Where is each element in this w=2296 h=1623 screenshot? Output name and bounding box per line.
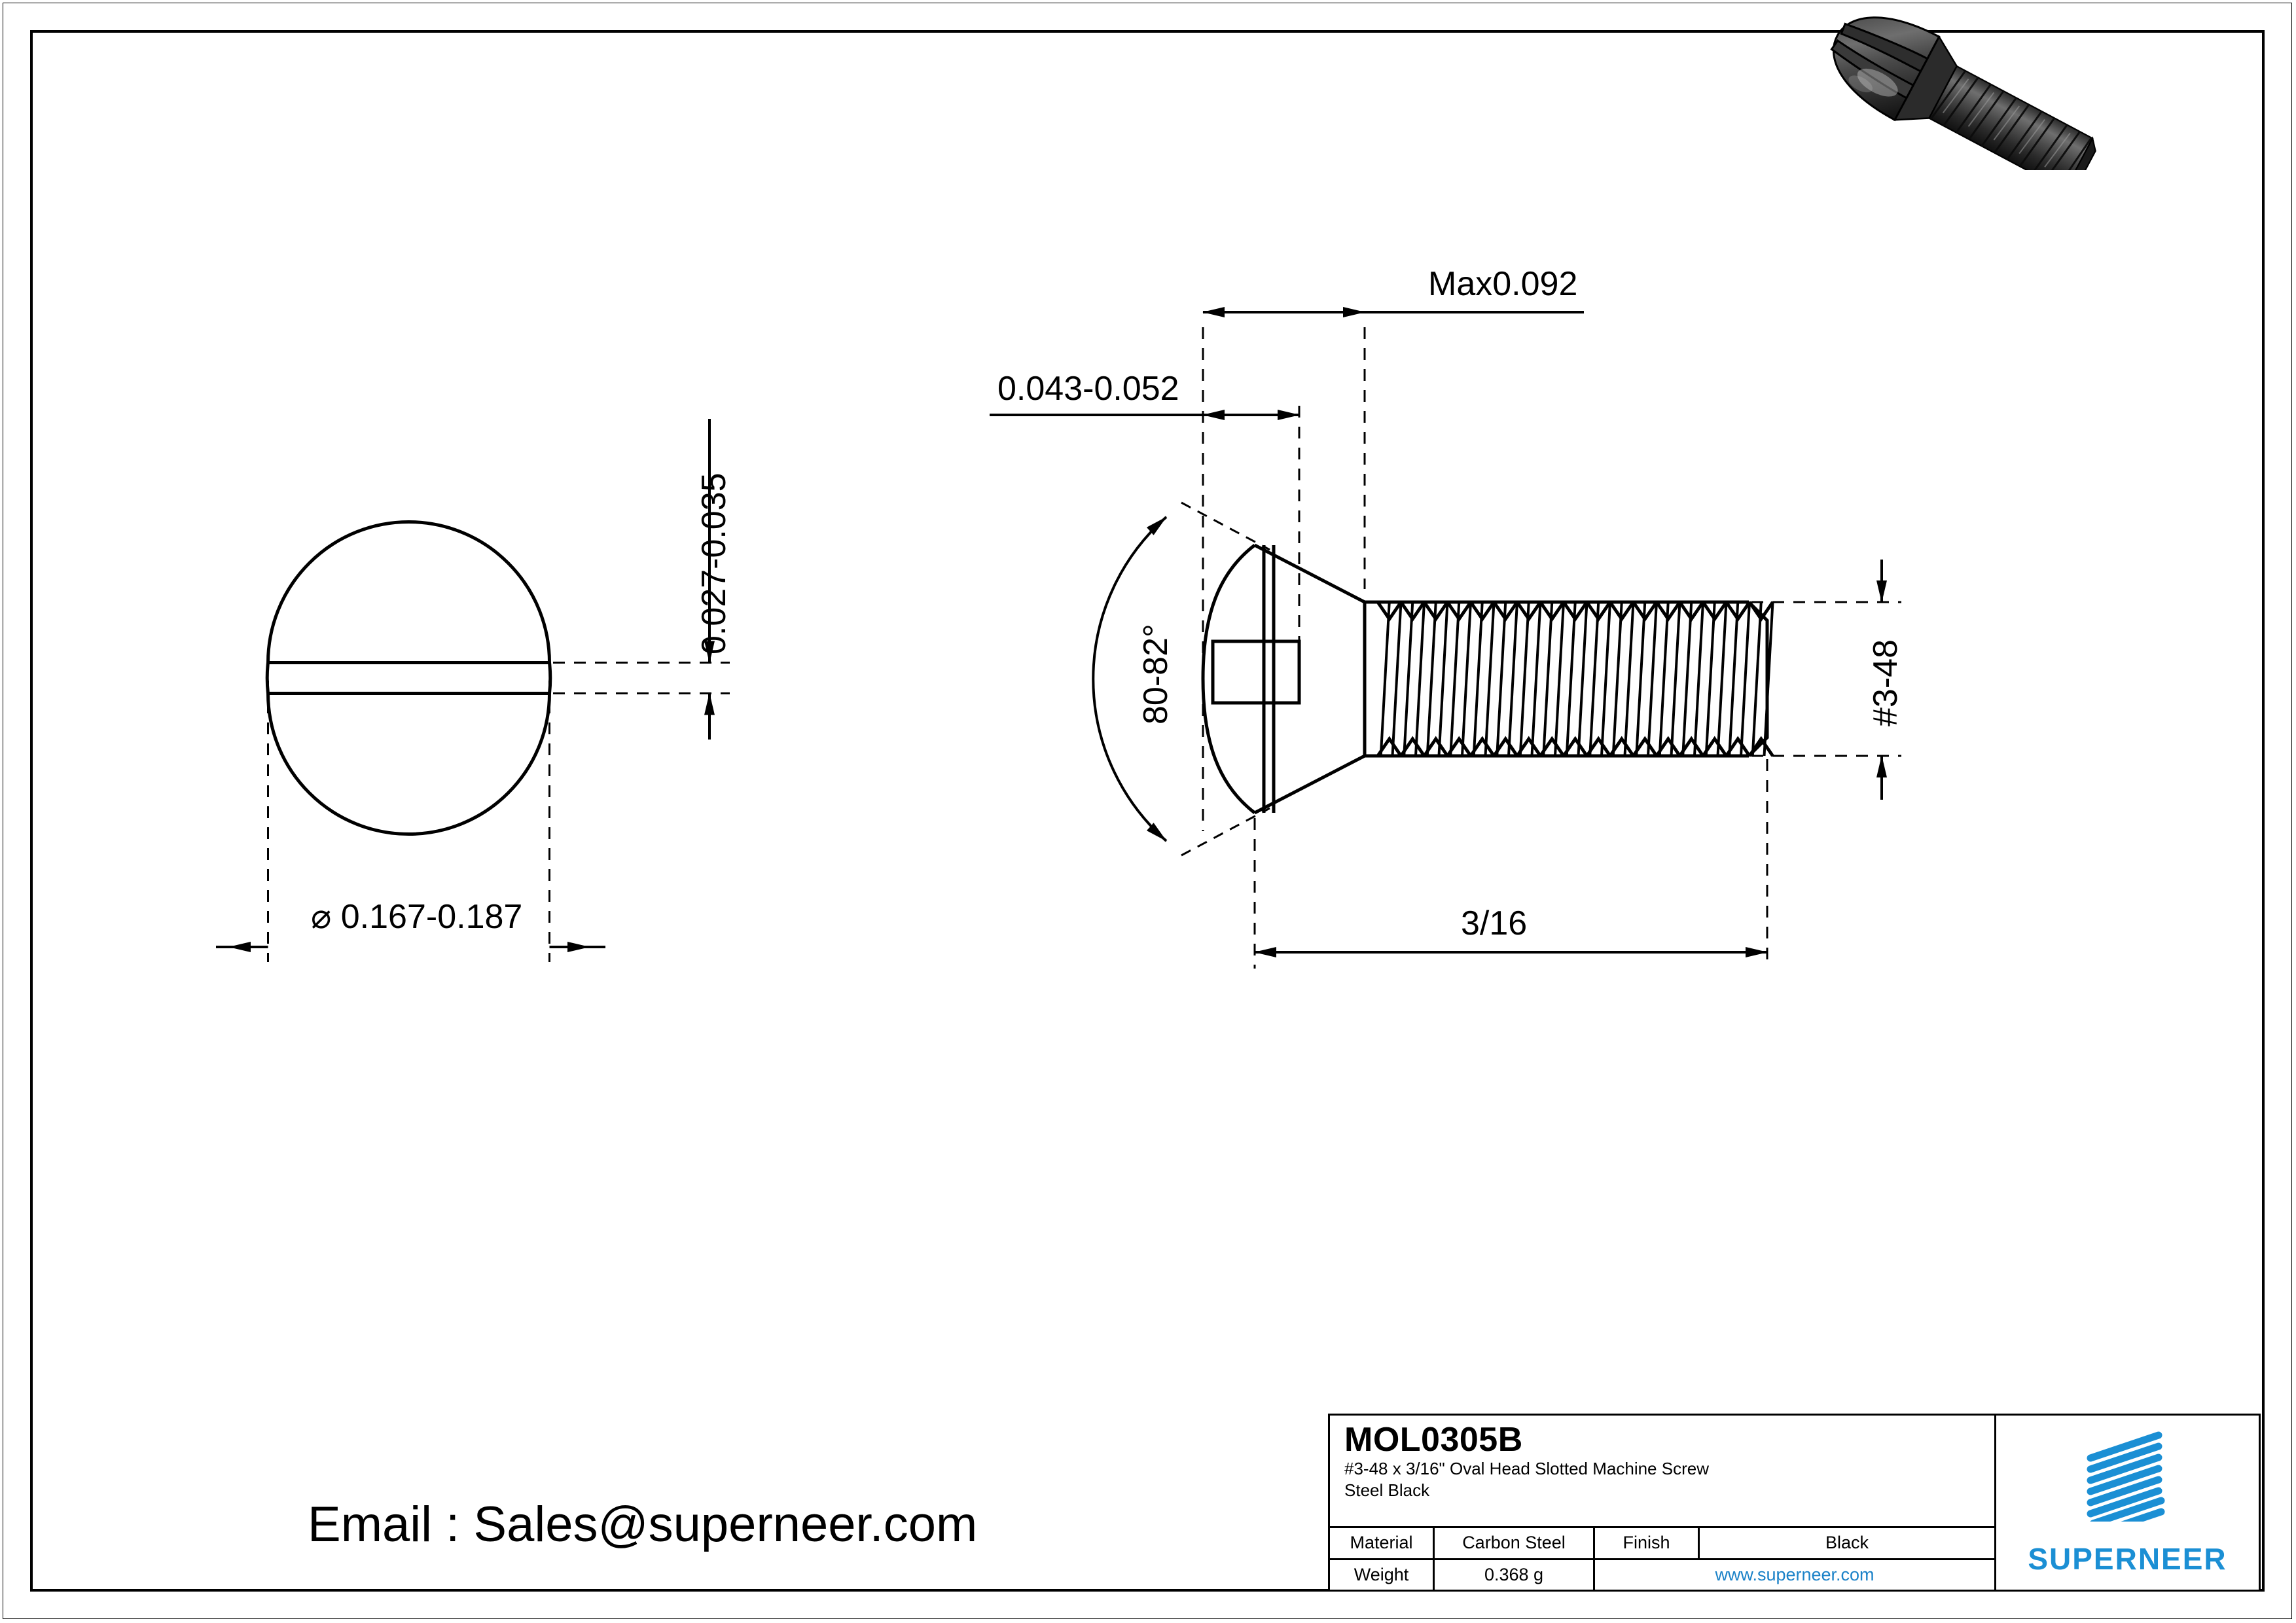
label-head-diameter: ⌀ 0.167-0.187 bbox=[311, 898, 523, 936]
logo-bars-icon bbox=[2087, 1431, 2164, 1522]
side-view-slot bbox=[1211, 545, 1301, 813]
front-view-circle bbox=[265, 520, 552, 836]
material-value: Carbon Steel bbox=[1435, 1528, 1595, 1558]
label-thread-size: #3-48 bbox=[1867, 639, 1905, 726]
dim-head-angle bbox=[1092, 501, 1270, 857]
part-description-line-2: Steel Black bbox=[1344, 1480, 1430, 1500]
label-head-angle: 80-82° bbox=[1137, 624, 1175, 724]
finish-value: Black bbox=[1825, 1533, 1869, 1553]
side-view-dim-lines bbox=[1202, 327, 1901, 969]
outer-border bbox=[3, 3, 2292, 1619]
part-number: MOL0305B bbox=[1344, 1421, 1523, 1459]
side-view-head bbox=[1201, 543, 1367, 815]
weight-row: Weight 0.368 g www.superneer.com bbox=[1330, 1560, 1994, 1590]
side-view-thread bbox=[1365, 600, 1774, 758]
screw-shaft bbox=[1928, 65, 2096, 170]
front-view-dimension-lines bbox=[267, 662, 730, 962]
company-logo: SUPERNEER bbox=[1996, 1416, 2259, 1590]
title-block-description: MOL0305B #3-48 x 3/16" Oval Head Slotted… bbox=[1330, 1416, 1994, 1528]
label-head-height: Max0.092 bbox=[1428, 265, 1578, 303]
label-slot-depth: 0.043-0.052 bbox=[997, 370, 1179, 408]
material-row: Material Carbon Steel Finish Black bbox=[1330, 1528, 1994, 1560]
title-block-info: MOL0305B #3-48 x 3/16" Oval Head Slotted… bbox=[1330, 1416, 1996, 1590]
screw-3d-render bbox=[1830, 16, 2096, 170]
weight-label: Weight bbox=[1330, 1560, 1435, 1590]
drawing-frame bbox=[30, 30, 2265, 1592]
website-link[interactable]: www.superneer.com bbox=[1715, 1564, 1874, 1584]
finish-label: Finish bbox=[1595, 1528, 1700, 1558]
weight-value: 0.368 g bbox=[1435, 1560, 1595, 1590]
label-slot-width: 0.027-0.035 bbox=[695, 473, 733, 654]
email-text: Email : Sales@superneer.com bbox=[308, 1497, 978, 1552]
part-description-line-1: #3-48 x 3/16" Oval Head Slotted Machine … bbox=[1344, 1458, 1709, 1478]
title-block: MOL0305B #3-48 x 3/16" Oval Head Slotted… bbox=[1328, 1414, 2261, 1592]
material-label: Material bbox=[1330, 1528, 1435, 1558]
logo-wordmark: SUPERNEER bbox=[2028, 1542, 2227, 1576]
screw-head bbox=[1830, 16, 1958, 122]
label-length: 3/16 bbox=[1461, 904, 1528, 942]
